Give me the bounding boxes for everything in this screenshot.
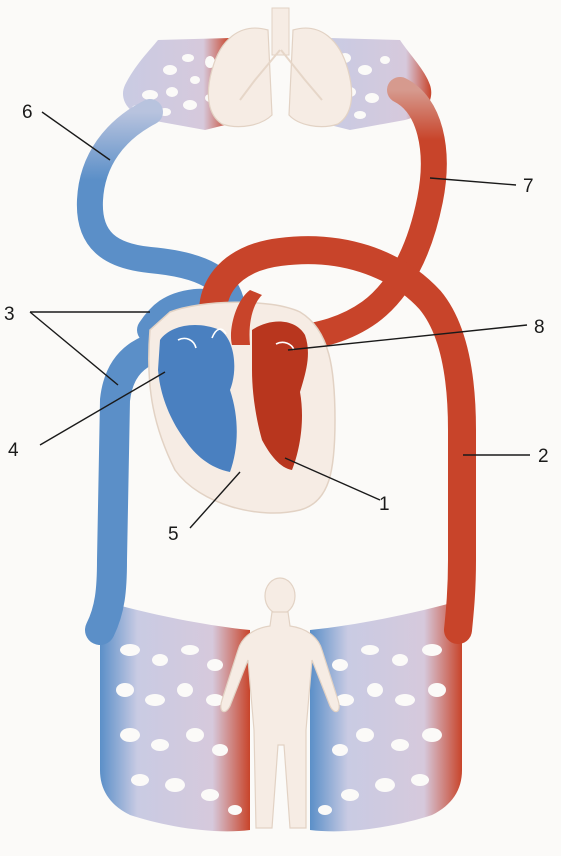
human-body-icon [220,577,340,829]
label-3: 3 [4,304,15,325]
label-7: 7 [523,176,534,197]
label-5: 5 [168,524,179,545]
labels: 1 2 3 4 5 6 7 8 [4,102,549,545]
heart-icon [147,290,336,514]
label-6: 6 [22,102,33,123]
pulmonary-vein [277,77,447,353]
label-8: 8 [534,317,545,338]
leader-4 [39,371,166,446]
lungs-icon [207,7,353,128]
leader-8 [287,324,528,351]
vessels [76,77,476,645]
leader-5 [189,471,241,529]
leader-7 [429,177,517,186]
systemic-capillary-bed [100,600,462,832]
leader-3b [29,311,119,386]
label-1: 1 [379,494,390,515]
leader-lines [29,111,530,529]
label-4: 4 [8,440,19,461]
leader-1 [284,457,381,501]
aorta [198,236,476,644]
label-2: 2 [538,446,549,467]
leader-6 [41,111,111,161]
